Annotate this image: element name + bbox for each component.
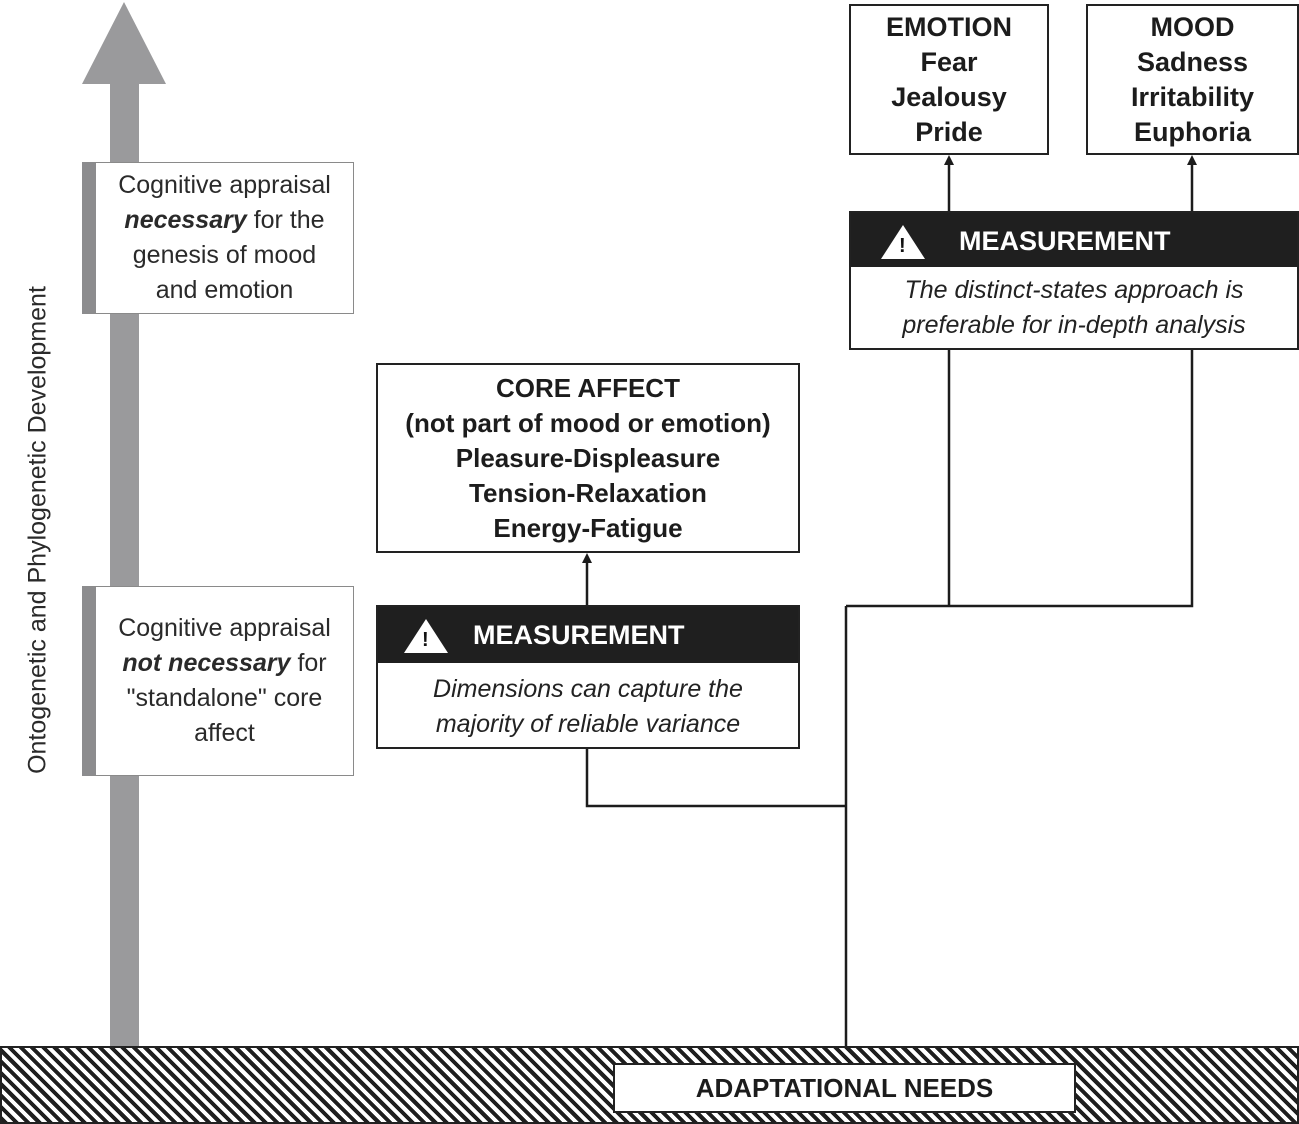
measurement-core-header: ! MEASUREMENT xyxy=(378,607,798,663)
mood-item: Euphoria xyxy=(1133,116,1251,147)
appraisal-not-necessary-note: Cognitive appraisal not necessary for "s… xyxy=(82,586,354,776)
measurement-states-panel: ! MEASUREMENT The distinct-states approa… xyxy=(849,211,1299,350)
emotion-box: EMOTION Fear Jealousy Pride xyxy=(849,4,1049,155)
warning-icon: ! xyxy=(881,225,925,259)
core-affect-dimension: Energy-Fatigue xyxy=(493,512,683,543)
appraisal-necessary-note: Cognitive appraisal necessary for the ge… xyxy=(82,162,354,314)
core-affect-box: CORE AFFECT (not part of mood or emotion… xyxy=(376,363,800,553)
measurement-states-text: The distinct-states approach is preferab… xyxy=(902,276,1246,339)
emotion-item: Pride xyxy=(915,116,983,147)
emotion-item: Jealousy xyxy=(891,81,1007,112)
mood-item: Irritability xyxy=(1130,81,1255,112)
measurement-core-title: MEASUREMENT xyxy=(473,620,685,650)
emphasis-not-necessary: not necessary xyxy=(122,649,291,677)
core-affect-title: CORE AFFECT xyxy=(496,372,680,403)
mood-title: MOOD xyxy=(1150,11,1235,42)
adaptational-needs-label: ADAPTATIONAL NEEDS xyxy=(613,1063,1076,1113)
development-arrow-head xyxy=(82,2,166,84)
emotion-title: EMOTION xyxy=(886,11,1012,42)
measurement-core-text: Dimensions can capture the majority of r… xyxy=(433,675,743,738)
warning-icon: ! xyxy=(404,619,448,653)
measurement-states-header: ! MEASUREMENT xyxy=(851,213,1297,267)
mood-box: MOOD Sadness Irritability Euphoria xyxy=(1086,4,1299,155)
branch-core-line xyxy=(585,749,846,808)
core-affect-subtitle: (not part of mood or emotion) xyxy=(405,407,771,438)
measurement-states-title: MEASUREMENT xyxy=(959,226,1171,256)
emphasis-necessary: necessary xyxy=(124,206,247,234)
measurement-core-panel: ! MEASUREMENT Dimensions can capture the… xyxy=(376,605,800,749)
core-affect-dimension: Tension-Relaxation xyxy=(469,477,707,508)
mood-item: Sadness xyxy=(1136,46,1249,77)
emotion-item: Fear xyxy=(920,46,978,77)
branch-states-line xyxy=(846,350,1194,608)
core-affect-dimension: Pleasure-Displeasure xyxy=(455,442,721,473)
